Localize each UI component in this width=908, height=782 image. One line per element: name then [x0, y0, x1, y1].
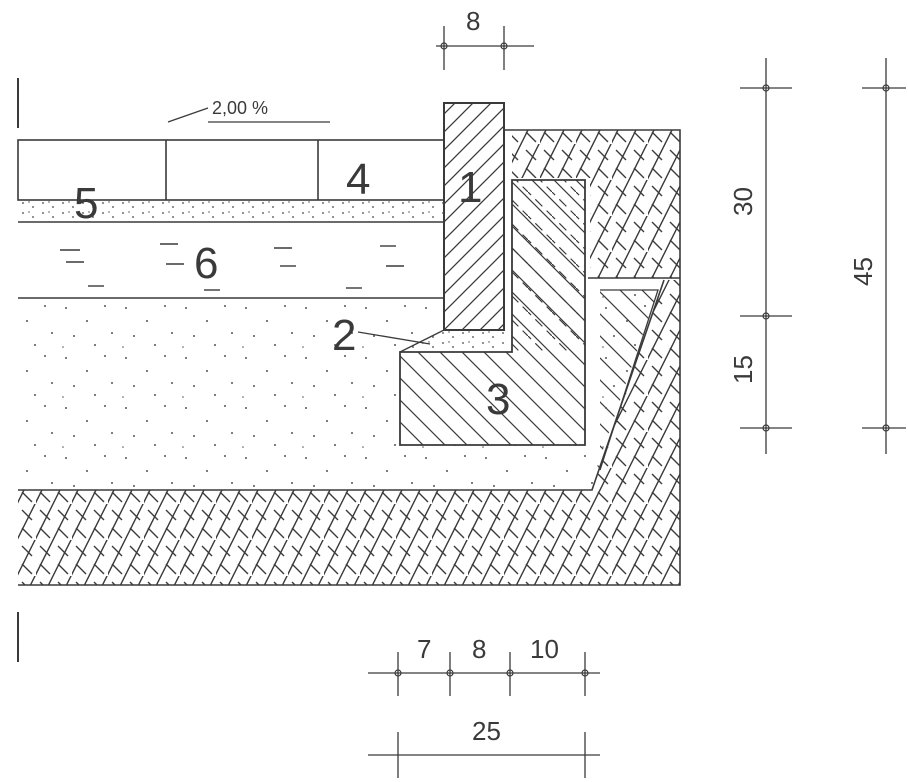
base-layer: [18, 243, 444, 299]
curb-stone: [443, 102, 505, 331]
part-label-1: 1: [458, 163, 482, 212]
part-label-4: 4: [346, 155, 370, 204]
dim-top-width: 8: [466, 6, 480, 36]
slope-indicator: 2,00 %: [167, 98, 330, 123]
part-label-5: 5: [74, 179, 98, 228]
part-label-2: 2: [332, 311, 356, 360]
dim-height-total: 45: [848, 257, 878, 286]
dim-height-upper: 30: [728, 187, 758, 216]
part-label-3: 3: [486, 375, 510, 424]
slope-label: 2,00 %: [212, 98, 268, 118]
dim-bottom-c: 10: [530, 634, 559, 664]
mortar-bedding: [399, 329, 504, 353]
dimension-bottom-parts: 7 8 10: [368, 634, 600, 696]
dimension-right-inner: 30 15: [728, 58, 792, 454]
dimension-right-outer: 45: [848, 58, 906, 454]
leader-line-2: [357, 331, 431, 345]
part-label-6: 6: [194, 239, 218, 288]
dim-bottom-a: 7: [417, 634, 431, 664]
bedding-sand: [18, 200, 444, 223]
dimension-bottom-total: 25: [368, 716, 600, 778]
concrete-foundation: [399, 179, 586, 446]
dim-bottom-b: 8: [472, 634, 486, 664]
gravel-bed: [18, 290, 658, 490]
dimension-top: 8: [436, 6, 534, 70]
dim-height-lower: 15: [728, 355, 758, 384]
dim-bottom-total: 25: [472, 716, 501, 746]
